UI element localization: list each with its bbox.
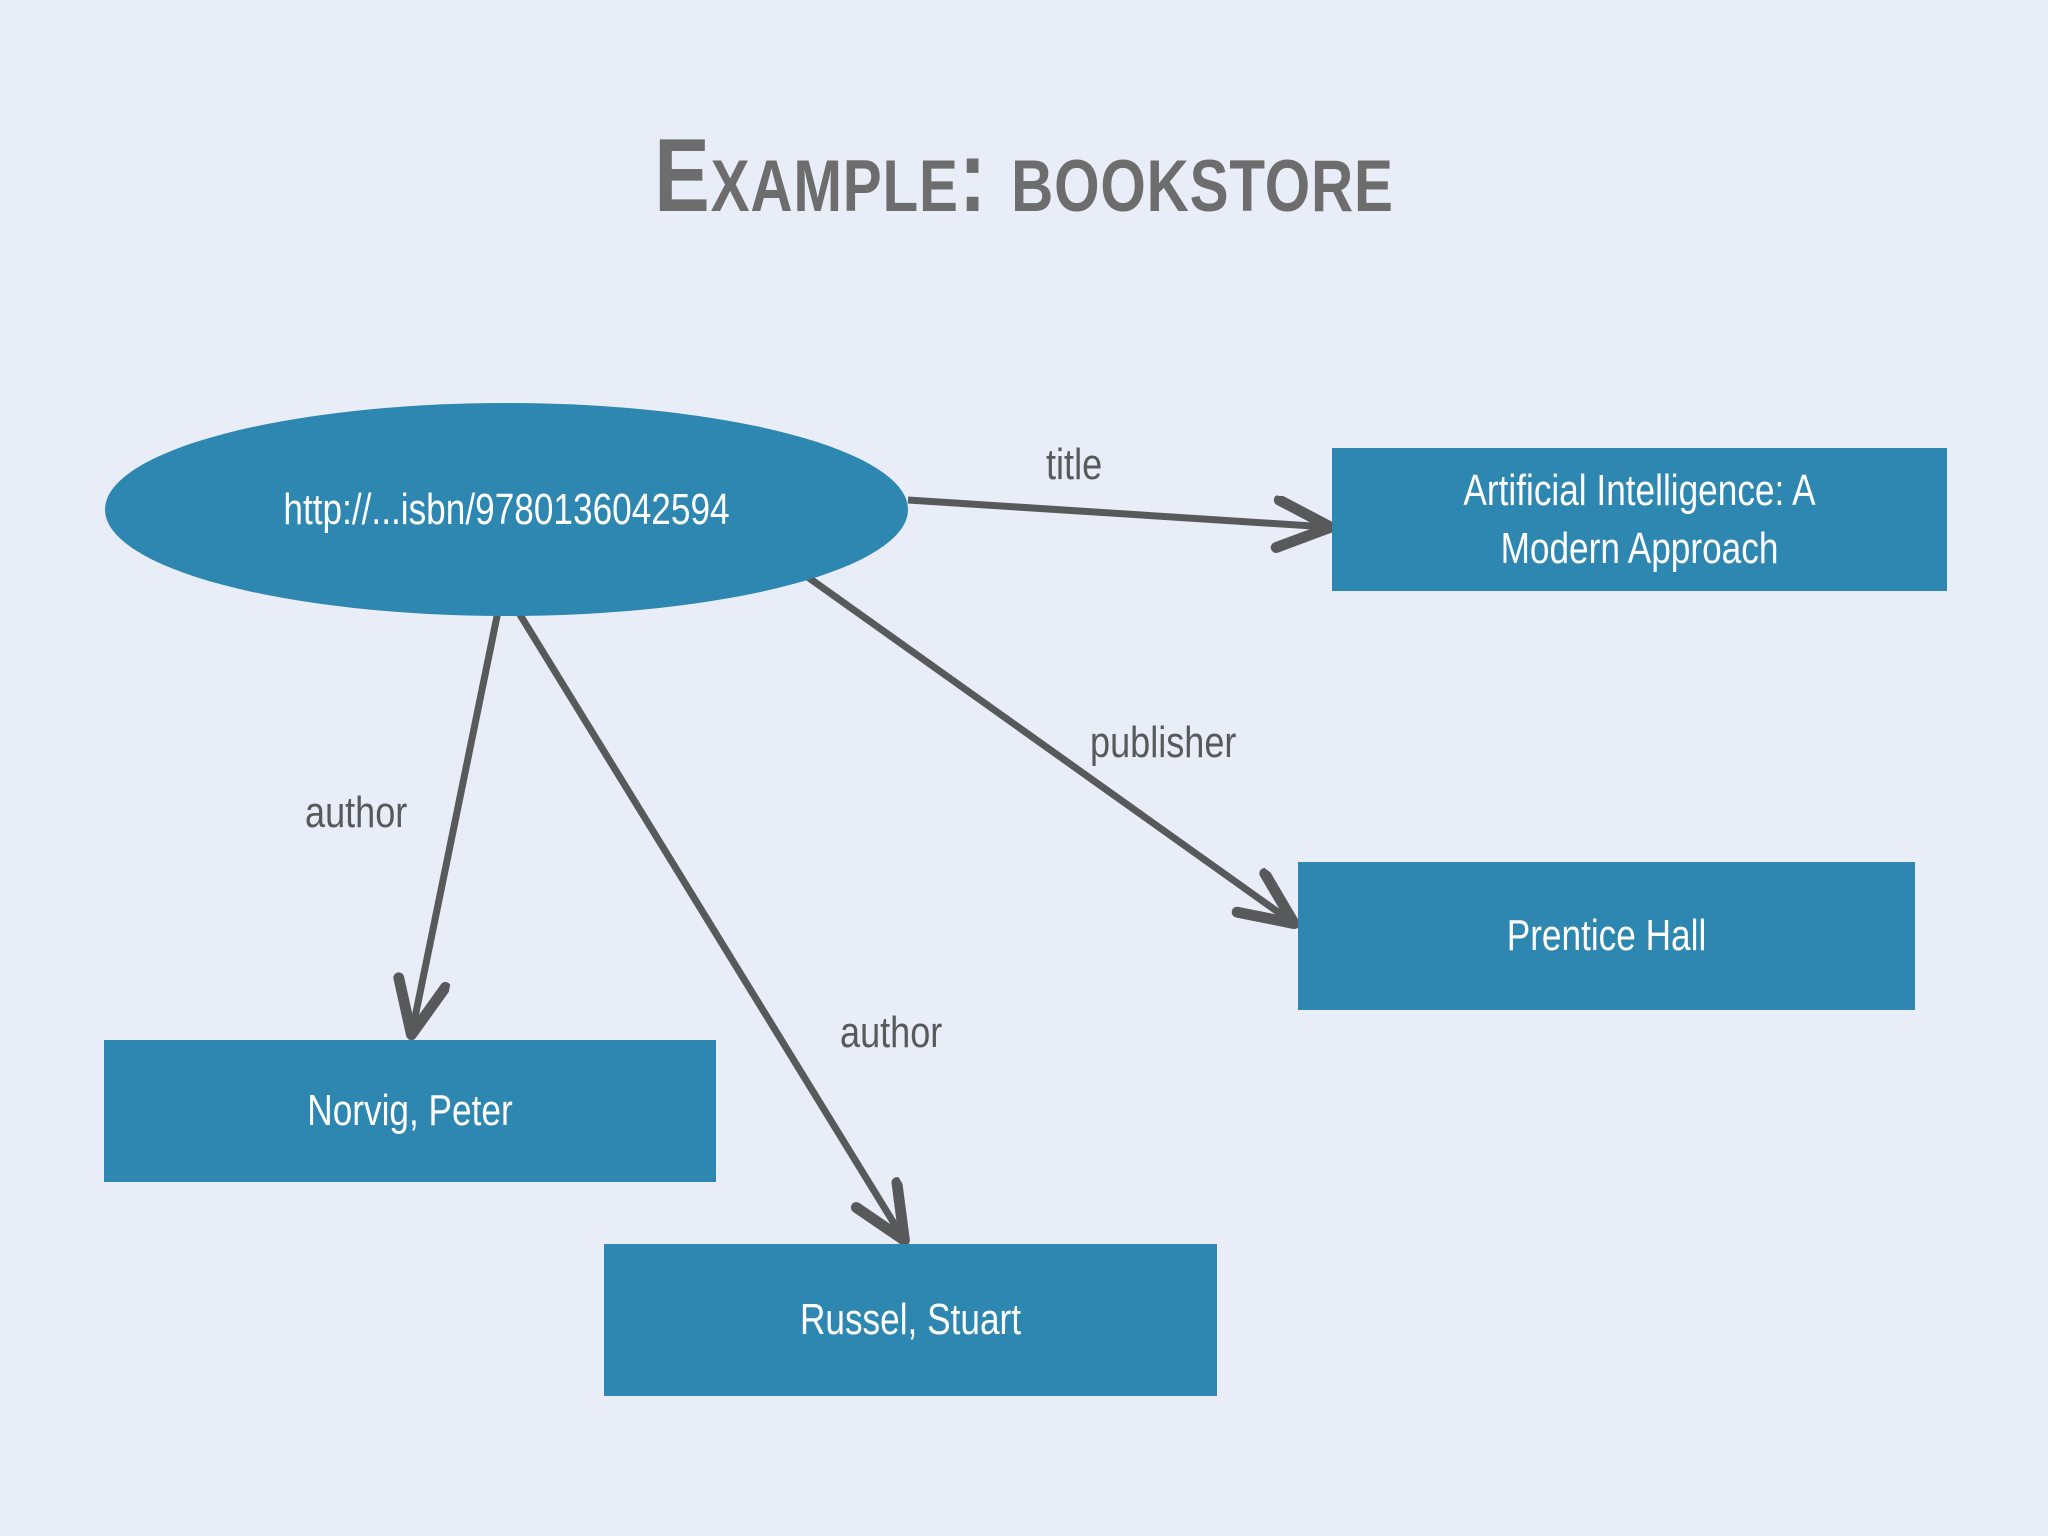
edge-title: [907, 500, 1328, 527]
edge-author-russel: [500, 585, 903, 1238]
node-author-russel[interactable]: Russel, Stuart: [604, 1244, 1217, 1396]
edge-label-publisher: publisher: [1090, 718, 1237, 767]
node-author-russel-label: Russel, Stuart: [799, 1295, 1022, 1345]
edge-publisher: [792, 565, 1292, 922]
edge-label-author-russel: author: [840, 1008, 943, 1057]
edge-author-norvig: [412, 586, 507, 1032]
node-title-value[interactable]: Artificial Intelligence: A Modern Approa…: [1332, 448, 1947, 591]
node-title-label: Artificial Intelligence: A Modern Approa…: [1463, 466, 1816, 573]
node-publisher-label: Prentice Hall: [1506, 911, 1707, 961]
edge-label-author-norvig: author: [305, 788, 408, 837]
node-author-norvig-label: Norvig, Peter: [307, 1086, 513, 1136]
node-publisher-value[interactable]: Prentice Hall: [1298, 862, 1915, 1010]
node-subject-isbn[interactable]: http://...isbn/9780136042594: [105, 403, 908, 616]
page-title: Example: bookstore: [654, 118, 1394, 234]
node-subject-label: http://...isbn/9780136042594: [283, 484, 730, 534]
node-author-norvig[interactable]: Norvig, Peter: [104, 1040, 716, 1182]
edge-label-title: title: [1046, 440, 1103, 489]
